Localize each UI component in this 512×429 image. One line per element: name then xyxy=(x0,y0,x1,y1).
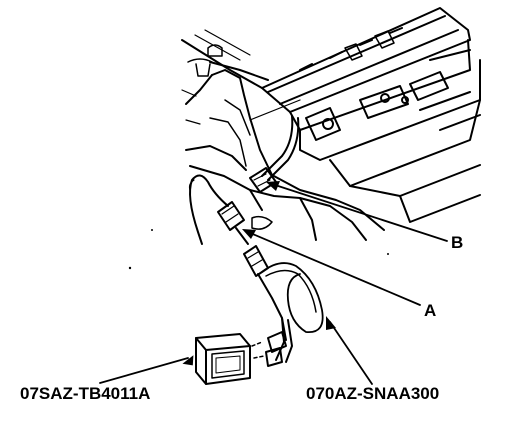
callout-a: A xyxy=(424,301,437,320)
body-panel xyxy=(181,29,385,241)
harness-part-number: 070AZ-SNAA300 xyxy=(306,384,440,403)
leader-tester xyxy=(99,357,189,384)
speckles xyxy=(128,229,389,270)
leader-a xyxy=(247,231,421,306)
tester-part-number: 07SAZ-TB4011A xyxy=(20,384,151,403)
leader-harness xyxy=(329,321,373,385)
callout-b: B xyxy=(451,233,464,252)
arrowheads xyxy=(182,181,336,366)
connector-b xyxy=(249,115,300,193)
leader-lines xyxy=(99,183,448,385)
connector-a xyxy=(188,174,249,245)
test-harness xyxy=(243,245,324,367)
leader-b xyxy=(271,183,448,242)
tester-box xyxy=(195,333,251,385)
column-assembly xyxy=(249,7,481,223)
